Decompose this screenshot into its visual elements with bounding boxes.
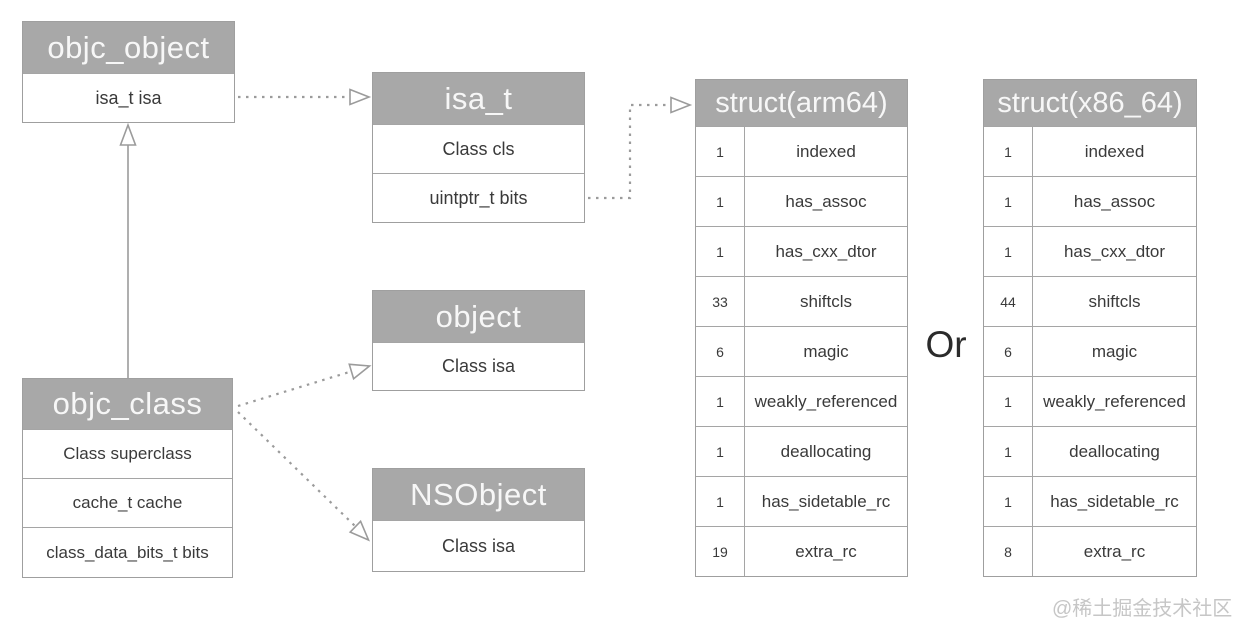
field-name-cell: has_sidetable_rc bbox=[761, 491, 891, 511]
bits-cell: 6 bbox=[984, 327, 1033, 376]
x86-64-title: struct(x86_64) bbox=[984, 80, 1196, 126]
bits-cell: 1 bbox=[696, 477, 745, 526]
bits-cell: 44 bbox=[984, 277, 1033, 326]
table-row: 1 weakly_referenced bbox=[696, 376, 907, 426]
field-name-cell: magic bbox=[1091, 341, 1138, 361]
bits-cell: 8 bbox=[984, 527, 1033, 576]
table-row: 19 extra_rc bbox=[696, 526, 907, 576]
arm64-title: struct(arm64) bbox=[696, 80, 907, 126]
table-row: 1 weakly_referenced bbox=[984, 376, 1196, 426]
table-row: 8 extra_rc bbox=[984, 526, 1196, 576]
bits-cell: 1 bbox=[984, 227, 1033, 276]
field-name-cell: shiftcls bbox=[1088, 291, 1141, 311]
arrow-objc-class-to-object bbox=[237, 363, 372, 408]
arrow-objc-object-to-isa-t bbox=[238, 88, 372, 106]
arrow-objc-class-to-nsobject bbox=[237, 411, 371, 542]
object-title: object bbox=[373, 291, 584, 342]
field-name-cell: deallocating bbox=[780, 441, 872, 461]
uml-box-isa-t: isa_t Class cls uintptr_t bits bbox=[372, 72, 585, 223]
bits-cell: 1 bbox=[696, 127, 745, 176]
field-name-cell: deallocating bbox=[1069, 441, 1160, 461]
bits-cell: 1 bbox=[984, 377, 1033, 426]
table-row: 1 deallocating bbox=[696, 426, 907, 476]
bits-cell: 19 bbox=[696, 527, 745, 576]
struct-table-arm64: struct(arm64) 1 indexed 1 has_assoc 1 ha… bbox=[695, 79, 908, 577]
field-name-cell: has_sidetable_rc bbox=[1050, 491, 1179, 511]
table-row: 6 magic bbox=[696, 326, 907, 376]
bits-cell: 1 bbox=[984, 477, 1033, 526]
objc-class-field-superclass: Class superclass bbox=[23, 429, 232, 478]
bits-cell: 6 bbox=[696, 327, 745, 376]
nsobject-field-isa: Class isa bbox=[373, 520, 584, 571]
objc-class-field-cache: cache_t cache bbox=[23, 478, 232, 527]
isa-t-field-bits: uintptr_t bits bbox=[373, 173, 584, 222]
table-row: 1 has_assoc bbox=[984, 176, 1196, 226]
table-row: 1 indexed bbox=[984, 126, 1196, 176]
bits-cell: 1 bbox=[696, 227, 745, 276]
objc-object-field-isa: isa_t isa bbox=[23, 73, 234, 122]
field-name-cell: weakly_referenced bbox=[754, 391, 898, 411]
table-row: 1 has_assoc bbox=[696, 176, 907, 226]
bits-cell: 1 bbox=[696, 377, 745, 426]
bits-cell: 1 bbox=[984, 127, 1033, 176]
struct-table-x86-64: struct(x86_64) 1 indexed 1 has_assoc 1 h… bbox=[983, 79, 1197, 577]
table-row: 33 shiftcls bbox=[696, 276, 907, 326]
table-row: 44 shiftcls bbox=[984, 276, 1196, 326]
or-label: Or bbox=[925, 324, 967, 365]
objc-class-title: objc_class bbox=[23, 379, 232, 429]
table-row: 6 magic bbox=[984, 326, 1196, 376]
field-name-cell: indexed bbox=[796, 141, 856, 161]
object-field-isa: Class isa bbox=[373, 342, 584, 390]
table-row: 1 has_cxx_dtor bbox=[984, 226, 1196, 276]
uml-box-objc-class: objc_class Class superclass cache_t cach… bbox=[22, 378, 233, 578]
table-row: 1 indexed bbox=[696, 126, 907, 176]
watermark: @稀土掘金技术社区 bbox=[1052, 598, 1233, 620]
field-name-cell: extra_rc bbox=[795, 541, 857, 561]
field-name-cell: magic bbox=[803, 341, 849, 361]
uml-box-nsobject: NSObject Class isa bbox=[372, 468, 585, 572]
field-name-cell: extra_rc bbox=[1083, 541, 1146, 561]
table-row: 1 deallocating bbox=[984, 426, 1196, 476]
table-row: 1 has_cxx_dtor bbox=[696, 226, 907, 276]
nsobject-title: NSObject bbox=[373, 469, 584, 520]
field-name-cell: has_assoc bbox=[785, 191, 867, 211]
table-row: 1 has_sidetable_rc bbox=[696, 476, 907, 526]
objc-object-title: objc_object bbox=[23, 22, 234, 73]
field-name-cell: shiftcls bbox=[800, 291, 852, 311]
field-name-cell: has_cxx_dtor bbox=[775, 241, 877, 261]
uml-box-object: object Class isa bbox=[372, 290, 585, 391]
isa-t-field-cls: Class cls bbox=[373, 124, 584, 173]
bits-cell: 1 bbox=[696, 177, 745, 226]
table-row: 1 has_sidetable_rc bbox=[984, 476, 1196, 526]
bits-cell: 1 bbox=[984, 177, 1033, 226]
objc-class-field-bits: class_data_bits_t bits bbox=[23, 527, 232, 577]
field-name-cell: indexed bbox=[1084, 141, 1145, 161]
uml-box-objc-object: objc_object isa_t isa bbox=[22, 21, 235, 123]
bits-cell: 1 bbox=[696, 427, 745, 476]
isa-t-title: isa_t bbox=[373, 73, 584, 124]
arrow-objc-class-to-objc-object bbox=[119, 122, 137, 378]
bits-cell: 33 bbox=[696, 277, 745, 326]
arrow-bits-to-struct-arm64 bbox=[588, 96, 693, 200]
field-name-cell: weakly_referenced bbox=[1043, 391, 1186, 411]
field-name-cell: has_cxx_dtor bbox=[1063, 241, 1166, 261]
field-name-cell: has_assoc bbox=[1073, 191, 1156, 211]
bits-cell: 1 bbox=[984, 427, 1033, 476]
